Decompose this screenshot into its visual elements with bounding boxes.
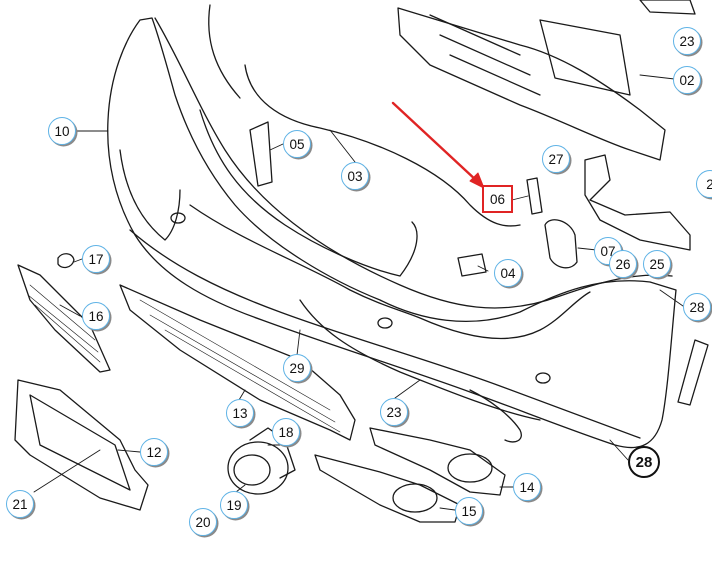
callout-27[interactable]: 27 xyxy=(542,145,570,173)
callout-21[interactable]: 21 xyxy=(6,490,34,518)
support-frame-inner xyxy=(539,19,631,96)
kidney-grille-corner xyxy=(639,0,696,15)
callout-02[interactable]: 02 xyxy=(673,66,701,94)
left-fog-bay xyxy=(119,149,181,241)
bracket-part xyxy=(249,121,273,187)
side-bracket xyxy=(584,154,691,251)
callout-10[interactable]: 10 xyxy=(48,117,76,145)
washer-pump xyxy=(544,219,578,269)
cap-part xyxy=(57,253,75,269)
callout-15[interactable]: 15 xyxy=(455,497,483,525)
fog-lamp-lens xyxy=(233,454,271,486)
fog-surround-lower xyxy=(314,454,461,523)
callout-20[interactable]: 20 xyxy=(189,508,217,536)
callout-23-lower[interactable]: 23 xyxy=(380,398,408,426)
washer-nozzle xyxy=(526,177,543,215)
callout-12[interactable]: 12 xyxy=(140,438,168,466)
left-side-grille xyxy=(17,264,111,373)
grille-opening xyxy=(199,109,418,277)
callout-03[interactable]: 03 xyxy=(341,162,369,190)
fog-surround-upper xyxy=(369,427,506,496)
callout-13[interactable]: 13 xyxy=(226,399,254,427)
sensor-hole-3 xyxy=(535,372,551,384)
support-frame xyxy=(397,7,666,161)
callout-14[interactable]: 14 xyxy=(513,473,541,501)
leader-lines xyxy=(33,74,684,511)
fog-lamp-body xyxy=(227,441,289,495)
license-plate-bracket-inner xyxy=(29,394,131,491)
callout-29[interactable]: 29 xyxy=(283,354,311,382)
highlight-arrow xyxy=(391,101,485,189)
callout-23-top[interactable]: 23 xyxy=(673,27,701,55)
callout-18[interactable]: 18 xyxy=(272,418,300,446)
tow-hook-cover xyxy=(457,253,487,277)
callout-06-highlighted[interactable]: 06 xyxy=(482,185,513,213)
side-reflector xyxy=(677,339,709,406)
lower-intake-outline xyxy=(299,299,541,421)
bumper-cover-outline xyxy=(107,17,677,449)
bumper-upper-edge xyxy=(154,17,673,309)
center-intake-outline xyxy=(189,204,591,340)
center-lower-grille-mesh xyxy=(139,299,341,433)
callout-17[interactable]: 17 xyxy=(82,245,110,273)
support-frame-grid xyxy=(429,14,541,96)
wiring-harness xyxy=(244,64,521,227)
fog-surround-upper-ring xyxy=(447,453,493,483)
bumper-lower-lip xyxy=(129,229,641,439)
callout-26[interactable]: 26 xyxy=(609,250,637,278)
center-lower-grille xyxy=(119,284,356,441)
callout-28-bold[interactable]: 28 xyxy=(628,446,660,478)
fog-surround-lower-ring xyxy=(392,483,438,513)
callout-16[interactable]: 16 xyxy=(82,302,110,330)
callout-05[interactable]: 05 xyxy=(283,130,311,158)
callout-25[interactable]: 25 xyxy=(643,250,671,278)
right-fog-bay xyxy=(469,389,522,443)
sensor-hole-1 xyxy=(170,212,186,224)
sensor-hole-2 xyxy=(377,317,393,329)
wiring-harness-lead xyxy=(208,4,241,99)
callout-28-right[interactable]: 28 xyxy=(683,293,711,321)
license-plate-bracket xyxy=(14,379,149,511)
callout-19[interactable]: 19 xyxy=(220,491,248,519)
callout-04[interactable]: 04 xyxy=(494,259,522,287)
left-side-grille-mesh xyxy=(27,284,101,363)
